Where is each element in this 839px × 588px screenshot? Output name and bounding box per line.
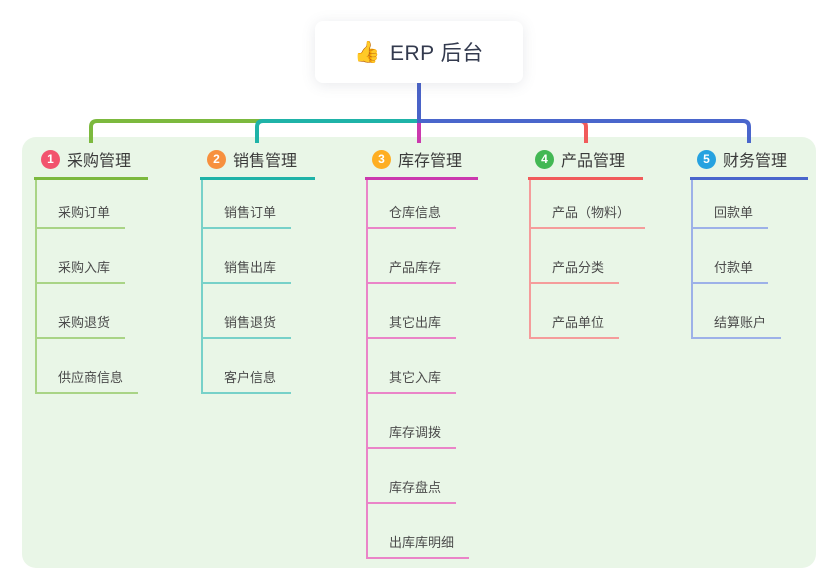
branch-label: 库存管理 xyxy=(398,153,463,170)
branch-node: 4 产品管理 产品（物料） 产品分类产品单位 xyxy=(528,148,646,339)
branch-number-badge: 5 xyxy=(697,149,716,169)
branch-label: 销售管理 xyxy=(233,153,298,170)
child-node-label: 销售订单 xyxy=(224,205,277,220)
child-node[interactable]: 产品库存 xyxy=(368,229,457,284)
branch-title[interactable]: 2 销售管理 xyxy=(200,148,315,180)
child-node-label: 出库库明细 xyxy=(389,535,455,550)
child-node[interactable]: 采购入库 xyxy=(37,229,126,284)
child-node-label: 产品单位 xyxy=(552,315,605,330)
child-node[interactable]: 其它入库 xyxy=(368,339,457,394)
child-node-label: 采购订单 xyxy=(58,205,111,220)
child-node-label: 采购入库 xyxy=(58,260,111,275)
child-node[interactable]: 采购订单 xyxy=(37,180,126,229)
child-node-label: 结算账户 xyxy=(714,315,767,330)
branch-children: 产品（物料） 产品分类产品单位 xyxy=(529,180,646,339)
child-node[interactable]: 产品单位 xyxy=(531,284,620,339)
child-node-label: 客户信息 xyxy=(224,370,277,385)
branch-children: 销售订单销售出库销售退货客户信息 xyxy=(201,180,292,394)
branch-title[interactable]: 5 财务管理 xyxy=(690,148,808,180)
child-node[interactable]: 结算账户 xyxy=(693,284,782,339)
branch-title[interactable]: 1 采购管理 xyxy=(34,148,148,180)
child-node-label: 其它出库 xyxy=(389,315,442,330)
root-node-label: ERP 后台 xyxy=(390,42,484,65)
child-node-label: 供应商信息 xyxy=(58,370,124,385)
child-node-label: 销售出库 xyxy=(224,260,277,275)
branch-node: 1 采购管理 采购订单采购入库采购退货供应商信息 xyxy=(34,148,148,394)
child-node-label: 采购退货 xyxy=(58,315,111,330)
branch-number-badge: 4 xyxy=(535,149,554,169)
branches-background-panel xyxy=(22,137,816,568)
child-node[interactable]: 销售订单 xyxy=(203,180,292,229)
child-node[interactable]: 采购退货 xyxy=(37,284,126,339)
child-node[interactable]: 产品（物料） xyxy=(531,180,646,229)
branch-label: 产品管理 xyxy=(561,153,626,170)
child-node[interactable]: 销售出库 xyxy=(203,229,292,284)
thumbs-up-icon: 👍 xyxy=(354,40,381,64)
child-node-label: 库存盘点 xyxy=(389,480,442,495)
child-node[interactable]: 客户信息 xyxy=(203,339,292,394)
branch-node: 2 销售管理 销售订单销售出库销售退货客户信息 xyxy=(200,148,315,394)
child-node-label: 产品库存 xyxy=(389,260,442,275)
child-node[interactable]: 仓库信息 xyxy=(368,180,457,229)
branch-children: 采购订单采购入库采购退货供应商信息 xyxy=(35,180,139,394)
branch-children: 回款单付款单结算账户 xyxy=(691,180,782,339)
child-node[interactable]: 供应商信息 xyxy=(37,339,139,394)
branch-title[interactable]: 4 产品管理 xyxy=(528,148,643,180)
child-node[interactable]: 库存调拨 xyxy=(368,394,457,449)
child-node[interactable]: 回款单 xyxy=(693,180,769,229)
root-node[interactable]: 👍 ERP 后台 xyxy=(315,21,523,83)
child-node[interactable]: 出库库明细 xyxy=(368,504,470,559)
branch-node: 3 库存管理 仓库信息产品库存其它出库其它入库库存调拨库存盘点出库库明细 xyxy=(365,148,478,559)
child-node[interactable]: 产品分类 xyxy=(531,229,620,284)
branch-label: 财务管理 xyxy=(723,153,788,170)
child-node[interactable]: 其它出库 xyxy=(368,284,457,339)
branch-number-badge: 2 xyxy=(207,149,226,169)
branch-number-badge: 3 xyxy=(372,149,391,169)
child-node[interactable]: 付款单 xyxy=(693,229,769,284)
branch-title[interactable]: 3 库存管理 xyxy=(365,148,478,180)
child-node-label: 回款单 xyxy=(714,205,754,220)
child-node-label: 其它入库 xyxy=(389,370,442,385)
branch-number-badge: 1 xyxy=(41,149,60,169)
child-node[interactable]: 销售退货 xyxy=(203,284,292,339)
branch-node: 5 财务管理 回款单付款单结算账户 xyxy=(690,148,808,339)
child-node-label: 付款单 xyxy=(714,260,754,275)
child-node-label: 库存调拨 xyxy=(389,425,442,440)
child-node-label: 产品分类 xyxy=(552,260,605,275)
child-node[interactable]: 库存盘点 xyxy=(368,449,457,504)
child-node-label: 销售退货 xyxy=(224,315,277,330)
child-node-label: 产品（物料） xyxy=(552,205,631,220)
child-node-label: 仓库信息 xyxy=(389,205,442,220)
branch-children: 仓库信息产品库存其它出库其它入库库存调拨库存盘点出库库明细 xyxy=(366,180,470,559)
branch-label: 采购管理 xyxy=(67,153,132,170)
